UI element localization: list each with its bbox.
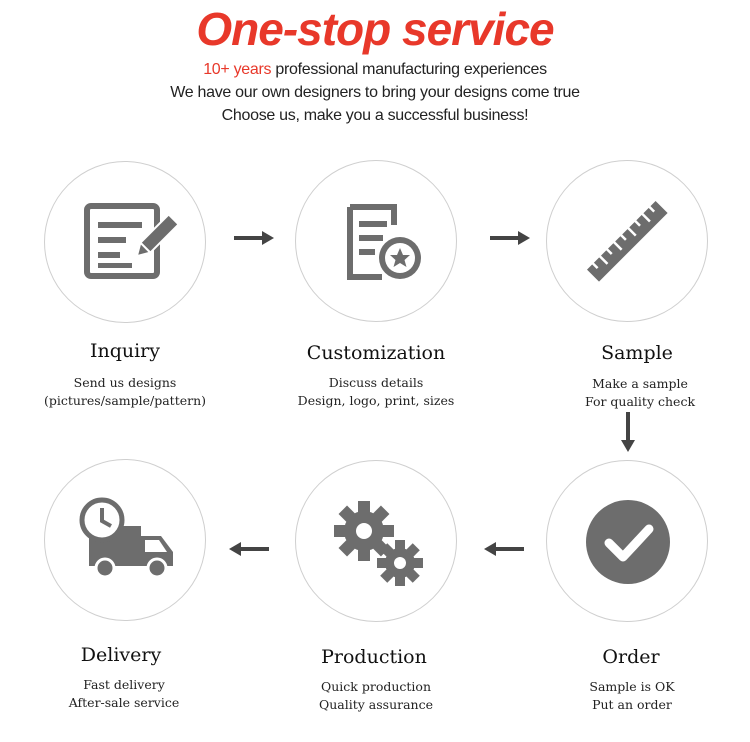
check-circle-icon xyxy=(586,500,670,584)
document-star-icon xyxy=(347,204,421,280)
step-desc-line-2: (pictures/sample/pattern) xyxy=(43,393,207,408)
delivery-truck-icon xyxy=(79,497,173,579)
step-desc-line-1: Sample is OK xyxy=(589,679,675,694)
arrow-down-icon xyxy=(621,412,635,452)
step-circle-delivery xyxy=(44,459,206,621)
arrow-left-icon xyxy=(484,542,524,556)
form-edit-icon xyxy=(84,203,180,279)
page-title: One-stop service xyxy=(196,3,554,55)
step-title-order: Order xyxy=(602,646,660,668)
step-desc-line-1: Quick production xyxy=(321,679,431,694)
arrow-right-icon xyxy=(234,231,274,245)
step-desc-line-1: Make a sample xyxy=(592,376,688,391)
step-desc-line-2: Quality assurance xyxy=(318,697,433,712)
step-desc-line-2: For quality check xyxy=(584,394,696,409)
subtitle-line-2: We have our own designers to bring your … xyxy=(170,84,580,101)
step-desc-line-2: Design, logo, print, sizes xyxy=(297,393,455,408)
subtitle-line-3: Choose us, make you a successful busines… xyxy=(221,107,529,124)
step-circle-inquiry xyxy=(44,161,206,323)
step-desc-order: Sample is OK Put an order xyxy=(512,678,750,714)
ruler-pencil-icon xyxy=(582,196,672,286)
step-desc-line-1: Discuss details xyxy=(328,375,424,390)
arrow-right-icon xyxy=(490,231,530,245)
step-title-customization: Customization xyxy=(306,342,446,364)
step-title-production: Production xyxy=(321,646,427,668)
years-highlight: 10+ years xyxy=(203,61,272,78)
step-desc-line-2: After-sale service xyxy=(68,695,180,710)
step-desc-inquiry: Send us designs (pictures/sample/pattern) xyxy=(5,374,245,410)
step-title-delivery: Delivery xyxy=(80,644,162,666)
arrow-left-icon xyxy=(229,542,269,556)
step-title-inquiry: Inquiry xyxy=(89,340,161,362)
step-desc-line-2: Put an order xyxy=(592,697,672,712)
step-circle-customization xyxy=(295,160,457,322)
gears-icon xyxy=(334,501,423,586)
step-title-sample: Sample xyxy=(601,342,673,364)
subtitle-line-1-text: professional manufacturing experiences xyxy=(271,61,547,78)
step-circle-sample xyxy=(546,160,708,322)
step-circle-production xyxy=(295,460,457,622)
subtitle-line-1: 10+ years professional manufacturing exp… xyxy=(0,61,750,79)
step-circle-order xyxy=(546,460,708,622)
step-desc-line-1: Fast delivery xyxy=(83,677,165,692)
step-desc-line-1: Send us designs xyxy=(73,375,177,390)
